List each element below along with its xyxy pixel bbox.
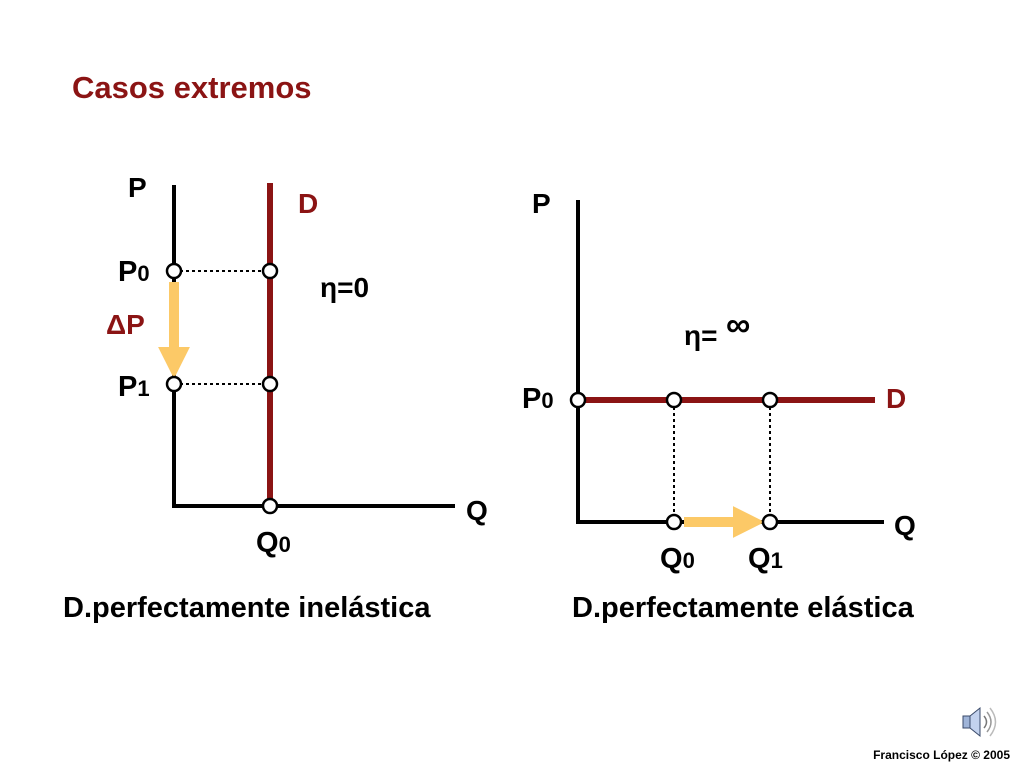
slide-title: Casos extremos: [72, 70, 312, 105]
right-point-q1-curve: [761, 391, 779, 409]
right-point-q1-axis: [761, 513, 779, 531]
left-point-p1-axis: [165, 375, 183, 393]
right-curve-label: D: [886, 383, 906, 414]
left-caption: D.perfectamente inelástica: [63, 592, 431, 624]
left-price-high-label: P0: [118, 256, 150, 288]
left-diagram: P Q D η=0 ΔP P0 P1 Q0: [106, 172, 488, 559]
right-elasticity-symbol: ∞: [726, 306, 750, 344]
right-quantity-a-label: Q0: [660, 543, 695, 575]
left-axis-y-label: P: [128, 172, 147, 203]
right-elasticity-label: η=: [684, 320, 717, 351]
right-axis-x-label: Q: [894, 510, 916, 541]
left-price-change-label: ΔP: [106, 309, 145, 340]
left-curve-label: D: [298, 188, 318, 219]
left-point-p0-axis: [165, 262, 183, 280]
left-axis-x-label: Q: [466, 495, 488, 526]
right-caption: D.perfectamente elástica: [572, 592, 914, 624]
right-point-q0-axis: [665, 513, 683, 531]
left-point-q0: [261, 497, 279, 515]
left-elasticity-label: η=0: [320, 272, 369, 303]
speaker-icon[interactable]: [958, 702, 998, 742]
right-point-q0-curve: [665, 391, 683, 409]
right-quantity-b-label: Q1: [748, 543, 783, 575]
right-axis-y-label: P: [532, 188, 551, 219]
right-point-p0-axis: [569, 391, 587, 409]
footer-credit: Francisco López © 2005: [873, 748, 1010, 762]
left-point-p1-curve: [261, 375, 279, 393]
left-quantity-label: Q0: [256, 527, 291, 559]
right-diagram: P Q D η= ∞ P0 Q0 Q1: [522, 188, 916, 575]
left-price-low-label: P1: [118, 371, 150, 403]
right-price-label: P0: [522, 383, 554, 415]
left-point-p0-curve: [261, 262, 279, 280]
